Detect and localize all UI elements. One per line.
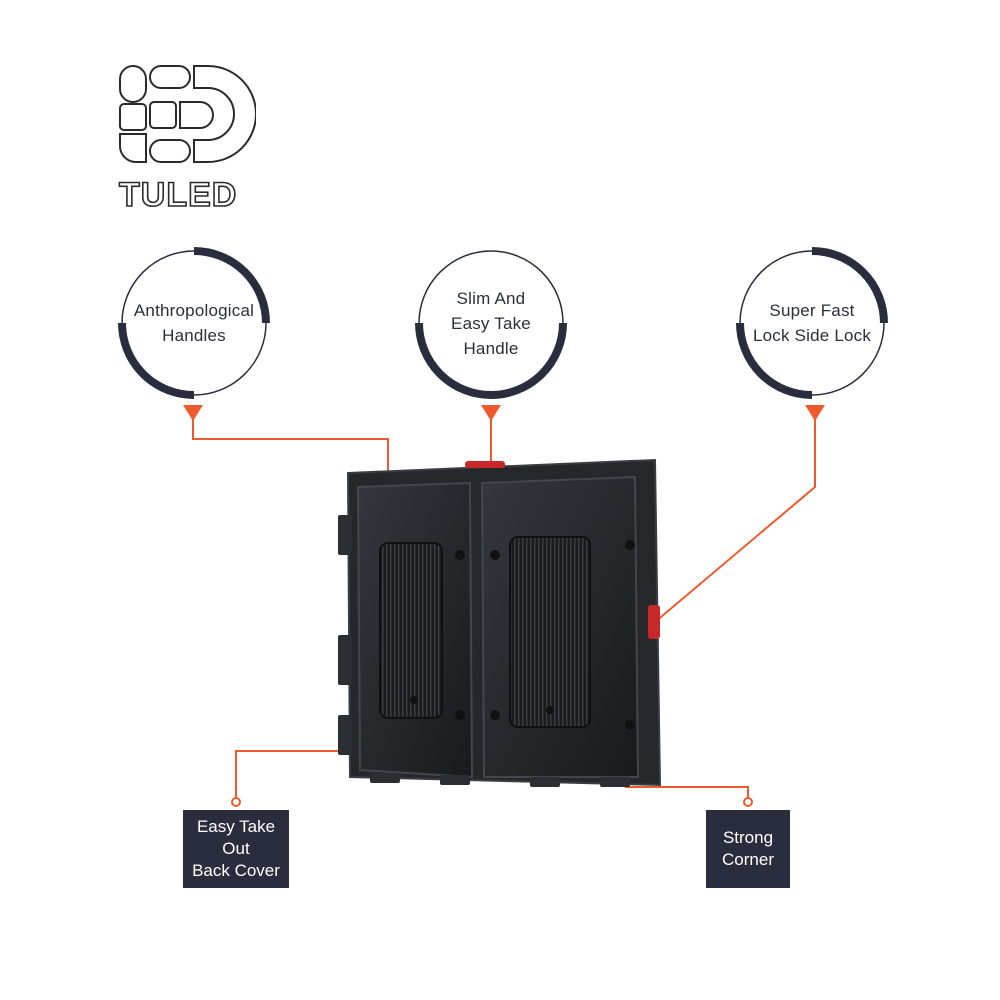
marker-dot-1	[231, 797, 241, 807]
connector-side-lock	[654, 416, 816, 623]
marker-triangle-3	[805, 405, 825, 421]
marker-dot-2	[743, 797, 753, 807]
brand-name: TULED	[118, 175, 238, 215]
callout-ring	[736, 247, 888, 399]
connector-corner	[625, 786, 749, 800]
callout-side-lock: Super Fast Lock Side Lock	[736, 247, 888, 399]
callout-strong-corner: Strong Corner	[706, 810, 790, 888]
marker-triangle-2	[481, 405, 501, 421]
tuled-logo-icon	[119, 65, 256, 163]
callout-label: Slim And Easy Take Handle	[451, 288, 531, 358]
connector-handles	[192, 416, 389, 478]
callout-label: Super Fast Lock Side Lock	[752, 301, 872, 345]
callout-slim-handle: Slim And Easy Take Handle	[415, 247, 567, 399]
led-cabinet-image	[338, 458, 662, 787]
callout-ring	[118, 247, 270, 399]
callout-anthropological-handles: Anthropological Handles	[118, 247, 270, 399]
marker-triangle-1	[183, 405, 203, 421]
callout-back-cover: Easy Take Out Back Cover	[183, 810, 289, 888]
callout-label: Easy Take Out Back Cover	[192, 817, 280, 880]
callout-ring	[415, 250, 567, 399]
callout-label: Anthropological Handles	[133, 301, 255, 345]
connector-back-cover	[235, 750, 370, 800]
callout-label: Strong Corner	[722, 828, 774, 869]
